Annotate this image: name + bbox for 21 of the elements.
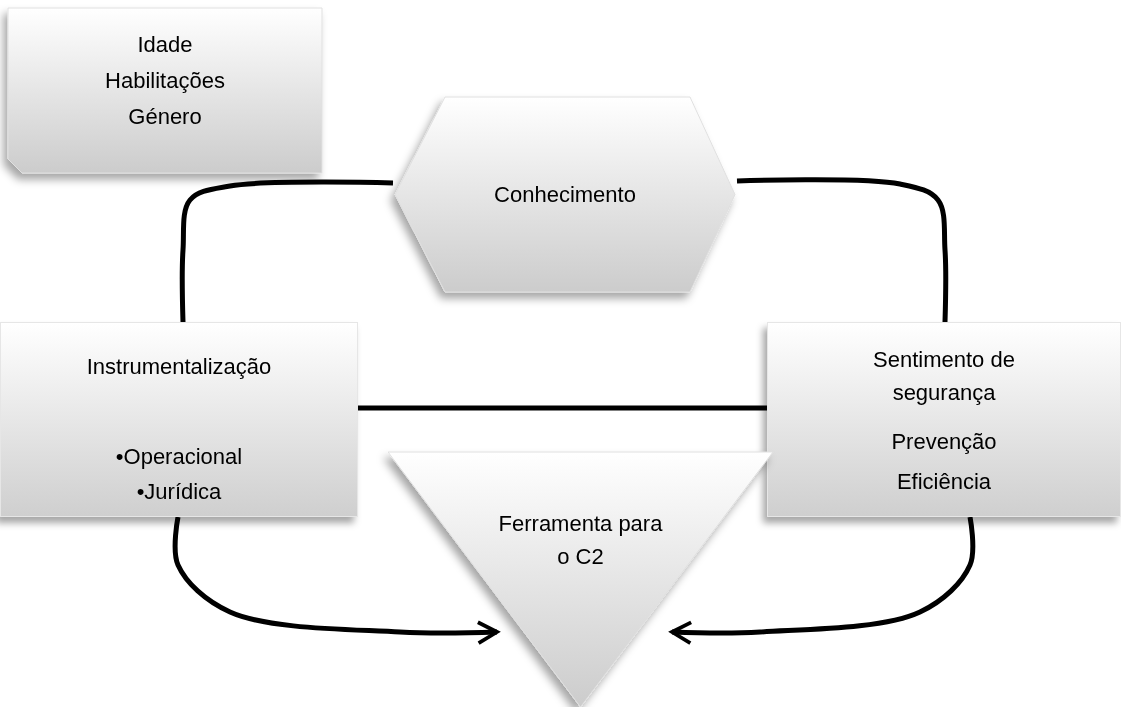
node-text: Habilitações xyxy=(105,67,225,95)
node-text: Sentimento de segurança xyxy=(872,346,1016,407)
process-box xyxy=(767,322,1121,517)
node-text: Conhecimento xyxy=(494,181,636,209)
arrow xyxy=(670,516,976,645)
connector-line xyxy=(358,405,767,411)
process-box xyxy=(0,322,358,517)
node-text: Ferramenta para o C2 xyxy=(497,510,664,571)
node-text: •Operacional xyxy=(115,443,243,471)
node-text: Eficiência xyxy=(896,468,992,496)
triangle-box xyxy=(388,452,773,707)
node-text: Género xyxy=(128,103,202,131)
node-text: Idade xyxy=(137,31,193,59)
node-text: Instrumentalização xyxy=(86,353,272,381)
connector-line xyxy=(179,179,394,323)
node-text: Prevenção xyxy=(891,428,997,456)
process-box xyxy=(8,8,322,173)
node-text: •Jurídica xyxy=(136,478,222,506)
arrow xyxy=(172,516,499,645)
hexagon-box xyxy=(395,97,735,292)
connector-line xyxy=(736,177,949,323)
